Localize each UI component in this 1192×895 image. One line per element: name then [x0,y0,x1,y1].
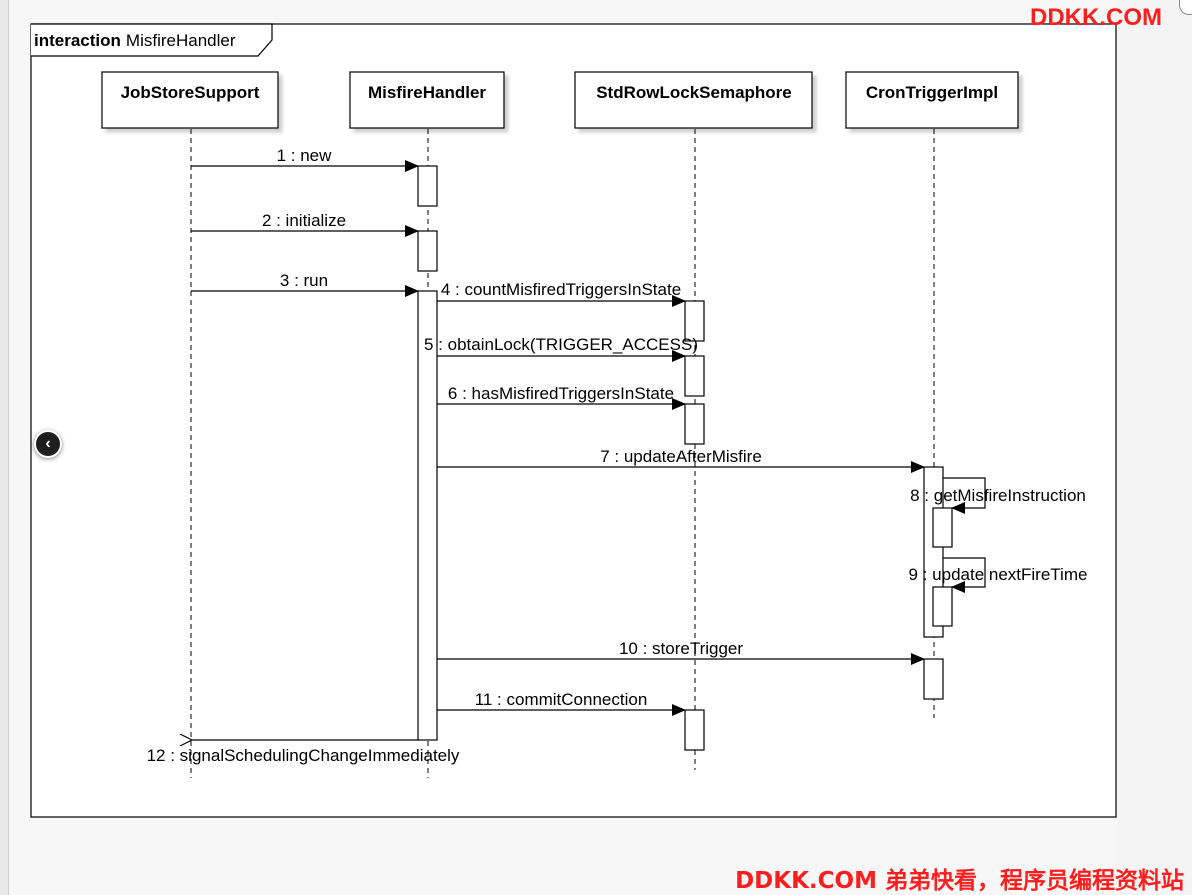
activation-hasmisfired [684,403,705,445]
message-label-1: 1 : new [277,146,333,165]
corner-curl-icon [1179,0,1192,15]
message-label-5: 5 : obtainLock(TRIGGER_ACCESS) [424,335,698,354]
activation-storetrigger [923,658,944,700]
message-label-7: 7 : updateAfterMisfire [600,447,762,466]
activation-count [684,300,705,342]
message-label-12: 12 : signalSchedulingChangeImmediately [147,746,460,765]
lifeline-label: StdRowLockSemaphore [596,83,792,102]
message-label-8: 8 : getMisfireInstruction [910,486,1086,505]
activation-run [417,290,438,741]
lifeline-label: CronTriggerImpl [866,83,998,102]
frame-title: interaction MisfireHandler [34,31,236,50]
activation-obtainlock [684,355,705,397]
lifeline-head-misfirehandler: MisfireHandler [349,71,505,129]
message-label-11: 11 : commitConnection [475,690,648,709]
message-label-10: 10 : storeTrigger [619,639,743,658]
lifeline-head-stdrowlocksemaphore: StdRowLockSemaphore [574,71,813,129]
lifeline-label: JobStoreSupport [121,83,260,102]
message-arrows [191,160,986,740]
message-arrow-9 [943,557,986,593]
message-label-4: 4 : countMisfiredTriggersInState [441,280,681,299]
watermark-bottom: DDKK.COM 弟弟快看，程序员编程资料站 [735,868,1184,894]
activation-initialize [417,230,438,272]
lifeline-head-jobstoresupport: JobStoreSupport [101,71,279,129]
right-panel-edge [1116,0,1192,895]
activation-bars [417,165,953,751]
message-label-9: 9 : update nextFireTime [909,565,1088,584]
previous-page-button[interactable]: ‹ [34,430,62,458]
message-label-3: 3 : run [280,271,328,290]
message-label-6: 6 : hasMisfiredTriggersInState [448,384,674,403]
message-labels: 1 : new 2 : initialize 3 : run 4 : count… [147,146,1088,765]
message-label-2: 2 : initialize [262,211,346,230]
frame-tab [31,23,273,57]
activation-new [417,165,438,207]
lifeline-head-crontriggerimpl: CronTriggerImpl [845,71,1019,129]
left-panel-edge [0,0,9,895]
message-arrow-8 [943,477,986,514]
frame-name: MisfireHandler [126,31,236,50]
activation-getmisfire [932,507,953,548]
frame-keyword: interaction [34,31,121,50]
activation-commit [684,709,705,751]
activation-nextfire [932,586,953,627]
watermark-top: DDKK.COM [1030,4,1162,31]
chevron-left-icon: ‹ [45,435,51,452]
lifeline-label: MisfireHandler [368,83,486,102]
